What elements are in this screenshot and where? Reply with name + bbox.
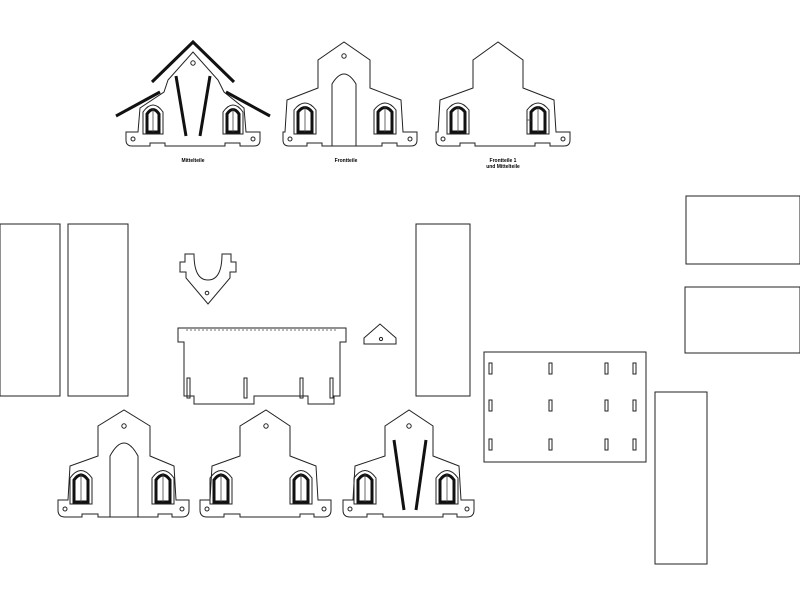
window-icon — [222, 104, 244, 135]
gable-piece-bottom-slots — [342, 409, 475, 518]
gable-piece-bottom-plain — [199, 409, 332, 518]
base-plate-piece — [483, 351, 647, 463]
window-icon — [435, 470, 459, 505]
gable-piece-bottom-arch — [57, 409, 190, 518]
window-icon — [142, 104, 164, 135]
window-icon — [353, 470, 377, 505]
window-icon — [209, 470, 233, 505]
window-icon — [446, 102, 470, 135]
wall-panel-right — [654, 391, 708, 565]
window-icon — [293, 102, 317, 135]
roof-panel-1 — [685, 195, 800, 265]
arch-bracket-piece — [179, 253, 237, 305]
gable-piece-frontteile — [282, 41, 418, 147]
label-frontteile: Frontteile — [335, 158, 358, 164]
window-icon — [151, 470, 175, 505]
window-icon — [373, 102, 397, 135]
small-triangle-piece — [363, 323, 397, 345]
wall-panel-middle — [415, 223, 471, 397]
label-und-mittelteile: und Mittelteile — [486, 164, 520, 170]
window-icon — [526, 102, 550, 135]
wall-panel-left-1 — [0, 223, 61, 397]
roof-panel-2 — [684, 286, 800, 354]
wall-panel-left-2 — [67, 223, 129, 397]
label-frontteile-1: Frontteile 1 — [490, 158, 517, 164]
gable-piece-mittelteile — [115, 39, 271, 147]
window-icon — [69, 470, 93, 505]
window-icon — [289, 470, 313, 505]
label-mittelteile: Mittelteile — [181, 158, 204, 164]
gable-piece-frontteile-1 — [435, 41, 571, 147]
base-strip-piece — [177, 327, 347, 405]
